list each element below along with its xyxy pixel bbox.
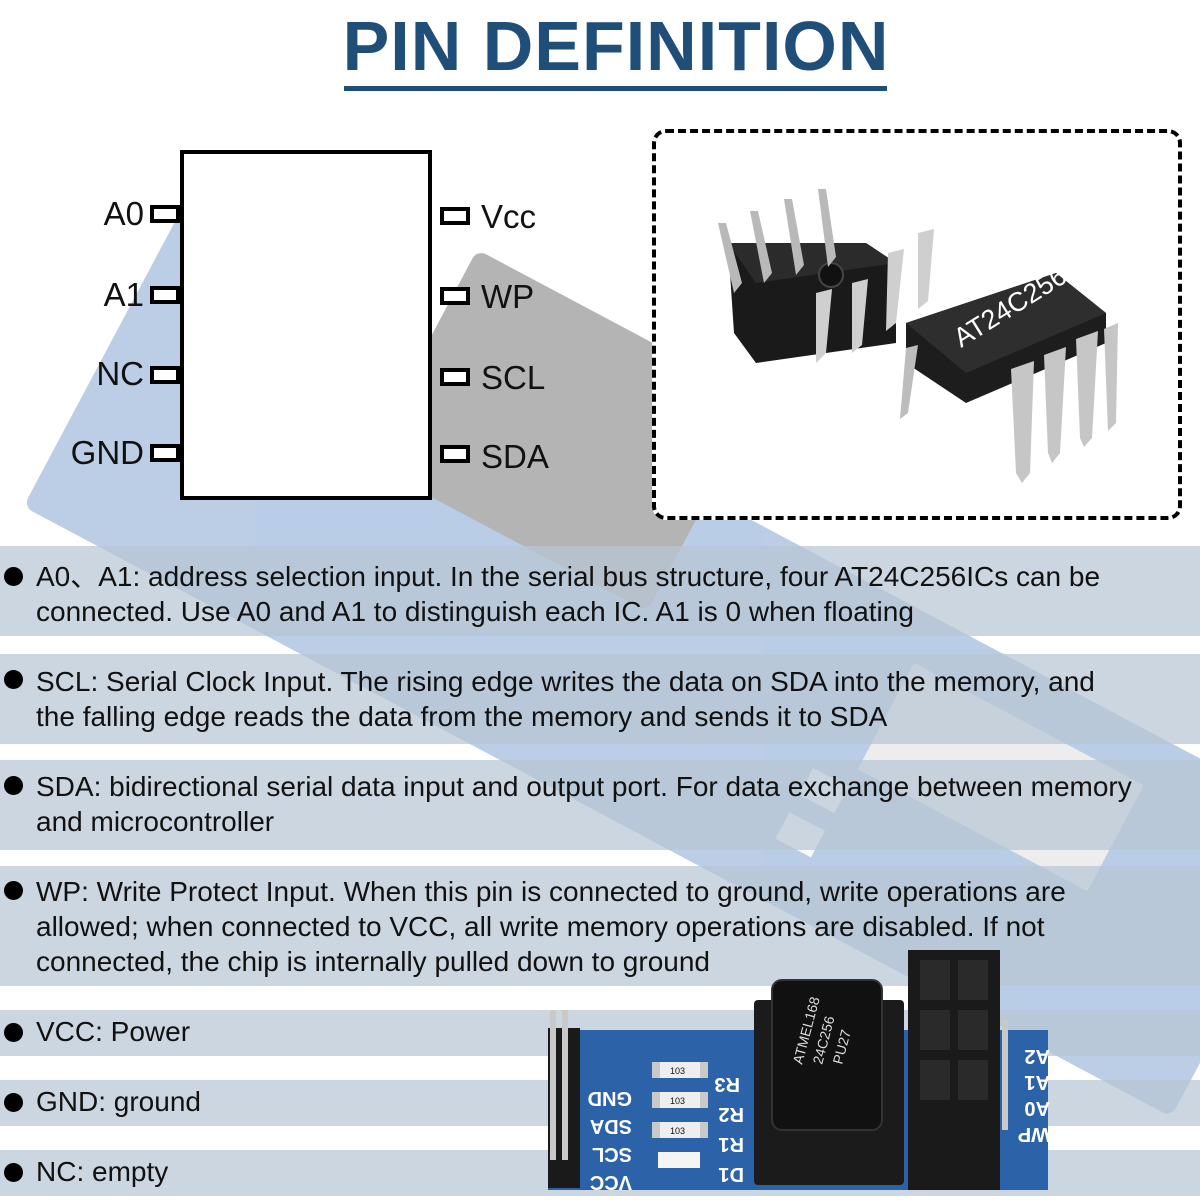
- pin-a1: [150, 286, 180, 304]
- desc-line: the falling edge reads the data from the…: [36, 701, 888, 732]
- resistor-code: 103: [670, 1066, 685, 1076]
- pin-label-vcc: Vcc: [481, 198, 537, 235]
- desc-line: WP: Write Protect Input. When this pin i…: [36, 876, 1066, 907]
- pin-label-gnd: GND: [70, 434, 144, 471]
- pin-label-scl: SCL: [481, 359, 546, 396]
- desc-line: and microcontroller: [36, 806, 275, 837]
- resistor-code: 103: [670, 1126, 685, 1136]
- module-board-photo: GND SDA SCL VCC R3 R2 R1 D1 A2 A1 A0 WP …: [548, 950, 1050, 1193]
- title-underline: [344, 86, 887, 91]
- bullet-icon: [4, 1163, 23, 1182]
- desc-band-sda: SDA: bidirectional serial data input and…: [0, 760, 1200, 850]
- pin-gnd: [150, 444, 180, 462]
- pin-sda: [440, 445, 470, 463]
- desc-band-scl: SCL: Serial Clock Input. The rising edge…: [0, 654, 1200, 744]
- bullet-icon: [4, 881, 23, 900]
- desc-line: SDA: bidirectional serial data input and…: [36, 771, 1132, 802]
- pin-label-sda: SDA: [481, 438, 549, 475]
- chip-photo-frame: AT24C256: [652, 129, 1182, 520]
- desc-line: connected. Use A0 and A1 to distinguish …: [36, 596, 914, 627]
- pin-label-nc: NC: [96, 355, 144, 392]
- module-label-r1: R1: [718, 1133, 744, 1155]
- page-title: PIN DEFINITION: [342, 7, 890, 85]
- pin-a0: [150, 205, 180, 223]
- module-label-gnd: GND: [588, 1087, 632, 1109]
- desc-line: GND: ground: [36, 1086, 201, 1117]
- bullet-icon: [4, 1093, 23, 1112]
- chip-body: [180, 150, 432, 500]
- bullet-icon: [4, 1023, 23, 1042]
- desc-line: SCL: Serial Clock Input. The rising edge…: [36, 666, 1095, 697]
- desc-line: allowed; when connected to VCC, all writ…: [36, 911, 1045, 942]
- resistor-code: 103: [670, 1096, 685, 1106]
- desc-line: VCC: Power: [36, 1016, 191, 1047]
- pin-scl: [440, 368, 470, 386]
- pin-label-wp: WP: [481, 278, 535, 315]
- module-label-d1: D1: [718, 1163, 744, 1185]
- module-label-wp: WP: [1018, 1123, 1050, 1145]
- module-label-a1: A1: [1024, 1071, 1050, 1093]
- front-chip: AT24C256: [900, 260, 1118, 483]
- chip-photo: AT24C256: [718, 189, 1118, 483]
- module-label-r2: R2: [718, 1103, 744, 1125]
- module-label-sda: SDA: [590, 1115, 632, 1137]
- pin-nc: [150, 366, 180, 384]
- module-label-scl: SCL: [592, 1143, 632, 1165]
- bullet-icon: [4, 776, 23, 795]
- module-label-a0: A0: [1024, 1097, 1050, 1119]
- pin-vcc: [440, 207, 470, 225]
- module-label-a2: A2: [1024, 1045, 1050, 1067]
- pin-label-a0: A0: [103, 195, 144, 232]
- desc-line: NC: empty: [36, 1156, 169, 1187]
- desc-band-a0-a1: A0、A1: address selection input. In the s…: [0, 546, 1200, 636]
- desc-line: A0、A1: address selection input. In the s…: [36, 561, 1101, 592]
- desc-line: connected, the chip is internally pulled…: [36, 946, 710, 977]
- bullet-icon: [4, 567, 23, 586]
- module-label-vcc: VCC: [590, 1171, 632, 1193]
- bullet-icon: [4, 670, 23, 689]
- pin-wp: [440, 287, 470, 305]
- pin-label-a1: A1: [103, 276, 144, 313]
- module-label-r3: R3: [714, 1073, 740, 1095]
- back-chip: [718, 189, 934, 363]
